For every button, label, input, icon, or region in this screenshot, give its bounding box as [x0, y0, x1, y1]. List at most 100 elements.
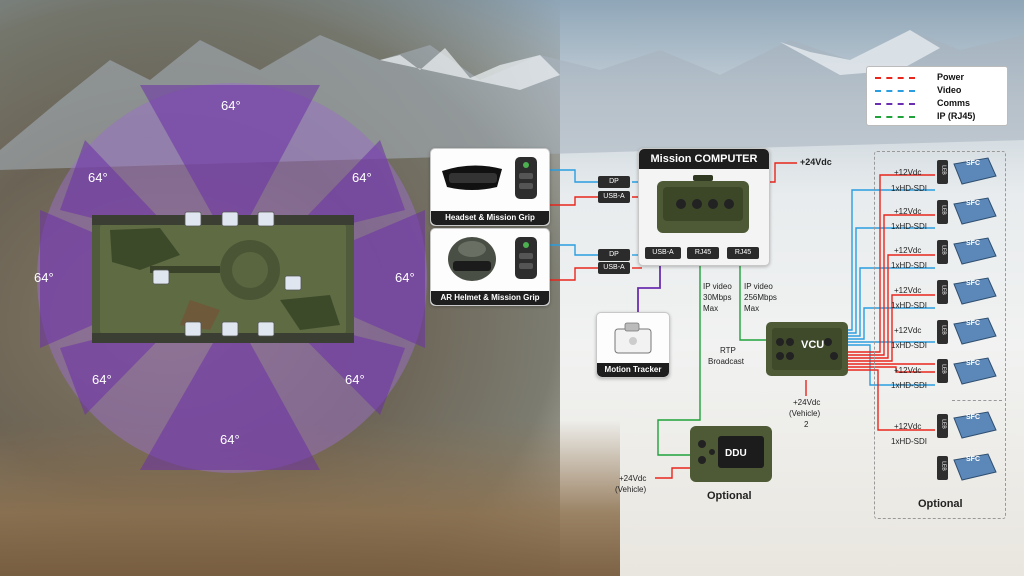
ip-video-256-line3: Max: [744, 304, 760, 313]
legend: Power Video Comms IP (RJ45): [866, 66, 1008, 126]
leb-module-4: LEB: [937, 280, 948, 304]
ddu-optional-label: Optional: [707, 490, 752, 502]
sfc-ch5-power: +12Vdc: [894, 326, 922, 335]
ip-line-vcu: [739, 262, 768, 341]
motion-tracker-icon: [614, 322, 652, 354]
sfc-ch4-power: +12Vdc: [894, 286, 922, 295]
fov-angle-bottom-left: 64°: [92, 372, 112, 387]
vcu-power-line1: +24Vdc: [793, 398, 821, 407]
sfc-ch6-video: 1xHD-SDI: [891, 381, 928, 390]
sfc-ch7-video: 1xHD-SDI: [891, 437, 928, 446]
sfc-camera-5: [953, 317, 997, 345]
sfc-camera-5-label: SFC: [966, 320, 980, 327]
helmet-dp-port: DP: [598, 249, 630, 261]
fov-angle-bottom-right: 64°: [345, 372, 365, 387]
headset-icon: [442, 165, 502, 190]
armored-vehicle-topview: [92, 215, 354, 343]
motion-tracker-panel: Motion Tracker: [596, 312, 670, 378]
mission-computer-title: Mission COMPUTER: [639, 149, 769, 169]
sfc-camera-6-label: SFC: [966, 360, 980, 367]
sfc-camera-6: [953, 357, 997, 385]
sfc-ch6-power: +12Vdc: [894, 366, 922, 375]
vcu-power-line3: 2: [804, 420, 809, 429]
mission-grip-icon: [515, 237, 537, 279]
rtp-label-line2: Broadcast: [708, 357, 745, 366]
motion-tracker-caption: Motion Tracker: [597, 363, 669, 377]
ip-video-256-line2: 256Mbps: [744, 293, 777, 302]
leb-module-1: LEB: [937, 160, 948, 184]
rugged-case-icon: [657, 175, 749, 233]
headset-caption: Headset & Mission Grip: [431, 211, 549, 225]
sfc-camera-1: [953, 157, 997, 185]
sfc-ch7-power: +12Vdc: [894, 422, 922, 431]
headset-usb-port: USB-A: [598, 191, 630, 203]
ip-video-30-line1: IP video: [703, 282, 732, 291]
sfc-camera-3-label: SFC: [966, 240, 980, 247]
sfc-optional-divider: [952, 400, 1002, 401]
ip-video-30-line2: 30Mbps: [703, 293, 732, 302]
mission-grip-icon: [515, 157, 537, 199]
vcu-unit: [766, 322, 848, 376]
helmet-panel: AR Helmet & Mission Grip: [430, 228, 550, 306]
sfc-ch4-video: 1xHD-SDI: [891, 301, 928, 310]
sfc-camera-8: [953, 453, 997, 481]
fov-sector-bottom: [140, 310, 320, 470]
sfc-ch1-video: 1xHD-SDI: [891, 184, 928, 193]
leb-module-5: LEB: [937, 320, 948, 344]
fov-angle-right: 64°: [395, 270, 415, 285]
ip-video-256-line1: IP video: [744, 282, 773, 291]
sfc-ch3-video: 1xHD-SDI: [891, 261, 928, 270]
mc-power-label: +24Vdc: [800, 157, 832, 167]
ddu-unit: [690, 426, 772, 482]
headset-dp-port: DP: [598, 176, 630, 188]
leb-module-2: LEB: [937, 200, 948, 224]
headset-panel: Headset & Mission Grip: [430, 148, 550, 226]
comms-line-motion-tracker: [637, 262, 661, 312]
sfc-camera-3: [953, 237, 997, 265]
leb-module-6: LEB: [937, 359, 948, 383]
sfc-camera-4: [953, 277, 997, 305]
leb-module-8: LEB: [937, 456, 948, 480]
sfc-camera-1-label: SFC: [966, 160, 980, 167]
sfc-ch1-power: +12Vdc: [894, 168, 922, 177]
fov-angle-bottom: 64°: [220, 432, 240, 447]
power-fan-sfc: [848, 174, 935, 431]
ddu-label: DDU: [725, 448, 747, 459]
helmet-usb-port: USB-A: [598, 262, 630, 274]
leb-module-7: LEB: [937, 414, 948, 438]
ddu-power-line1: +24Vdc: [619, 474, 647, 483]
ddu-power-line2: (Vehicle): [615, 485, 647, 494]
leb-module-3: LEB: [937, 240, 948, 264]
mc-rj45-port-1: RJ45: [687, 247, 719, 259]
power-line-helmet: [548, 267, 598, 281]
camera-sensors: [152, 211, 302, 337]
fov-angle-left: 64°: [34, 270, 54, 285]
fov-angle-top: 64°: [221, 98, 241, 113]
helmet-caption: AR Helmet & Mission Grip: [431, 291, 549, 305]
sfc-camera-7-label: SFC: [966, 414, 980, 421]
fov-sector-top: [140, 85, 320, 250]
vcu-label: VCU: [801, 339, 825, 351]
vcu-power-line2: (Vehicle): [789, 409, 821, 418]
power-line-headset: [548, 196, 598, 206]
sfc-ch5-video: 1xHD-SDI: [891, 341, 928, 350]
ar-helmet-icon: [448, 237, 496, 281]
mission-computer-panel: Mission COMPUTER USB-A RJ45 RJ45: [638, 148, 770, 266]
ip-video-30-line3: Max: [703, 304, 719, 313]
power-line-ddu: [655, 467, 690, 479]
fov-angle-top-left: 64°: [88, 170, 108, 185]
sfc-camera-7: [953, 411, 997, 439]
rtp-label-line1: RTP: [720, 346, 736, 355]
sfc-camera-2-label: SFC: [966, 200, 980, 207]
sfc-camera-8-label: SFC: [966, 456, 980, 463]
video-line-helmet: [548, 244, 598, 256]
mc-rj45-port-2: RJ45: [727, 247, 759, 259]
sfc-camera-2: [953, 197, 997, 225]
sfc-ch3-power: +12Vdc: [894, 246, 922, 255]
sfc-ch2-video: 1xHD-SDI: [891, 222, 928, 231]
mc-usb-port: USB-A: [645, 247, 681, 259]
fov-angle-top-right: 64°: [352, 170, 372, 185]
video-line-headset: [548, 169, 598, 183]
